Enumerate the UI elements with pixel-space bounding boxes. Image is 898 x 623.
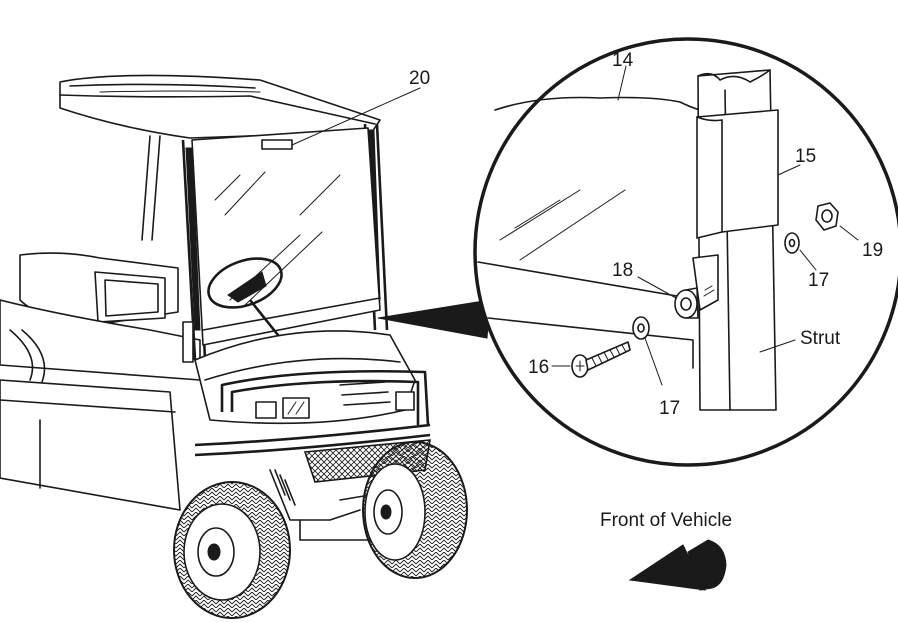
- golf-cart-illustration: [0, 74, 468, 619]
- bolt: [571, 341, 631, 378]
- windshield-label-decal: [261, 139, 293, 150]
- leader-15: [777, 164, 801, 176]
- leader-strut: [759, 339, 796, 353]
- callout-17-rear: 17: [808, 270, 829, 291]
- callout-15: 15: [795, 146, 816, 167]
- front-suspension: [269, 469, 401, 541]
- right-front-wheel: [362, 441, 468, 579]
- glass-lower-edge: [477, 261, 701, 301]
- callout-16: 16: [528, 357, 549, 378]
- glass-bottom-edge: [487, 317, 694, 369]
- brush-guard: [194, 369, 431, 457]
- detail-pointer-wedge: [377, 299, 491, 339]
- roof-canopy: [59, 74, 381, 139]
- front-of-vehicle-caption: Front of Vehicle: [600, 510, 732, 531]
- leader-19: [839, 225, 859, 241]
- callout-14: 14: [612, 50, 634, 71]
- leader-17-rear: [799, 249, 817, 271]
- callout-18: 18: [612, 260, 633, 281]
- leader-14: [617, 65, 627, 101]
- callout-20: 20: [409, 68, 430, 89]
- leader-18: [637, 276, 677, 299]
- windshield-glass: [191, 127, 381, 346]
- windshield-bracket: [692, 109, 779, 311]
- leader-17-front: [644, 337, 663, 386]
- direction-arrow-icon: [628, 539, 727, 591]
- front-of-vehicle-indicator: Front of Vehicle: [600, 510, 732, 591]
- nut: [815, 202, 839, 231]
- center-light: [282, 397, 310, 419]
- rear-body: [0, 135, 201, 511]
- right-headlight: [395, 391, 415, 411]
- callout-strut: Strut: [800, 328, 841, 349]
- detail-view: 14 15 19 17 18 16 17 Strut: [473, 37, 898, 467]
- callout-20-group: 20: [291, 68, 430, 146]
- callout-19: 19: [862, 240, 883, 261]
- callout-17-front: 17: [659, 398, 680, 419]
- spacer: [674, 287, 699, 319]
- detail-circle: [473, 37, 898, 467]
- left-front-wheel: [173, 481, 291, 619]
- steering-wheel: [207, 257, 284, 341]
- left-headlight: [255, 401, 277, 419]
